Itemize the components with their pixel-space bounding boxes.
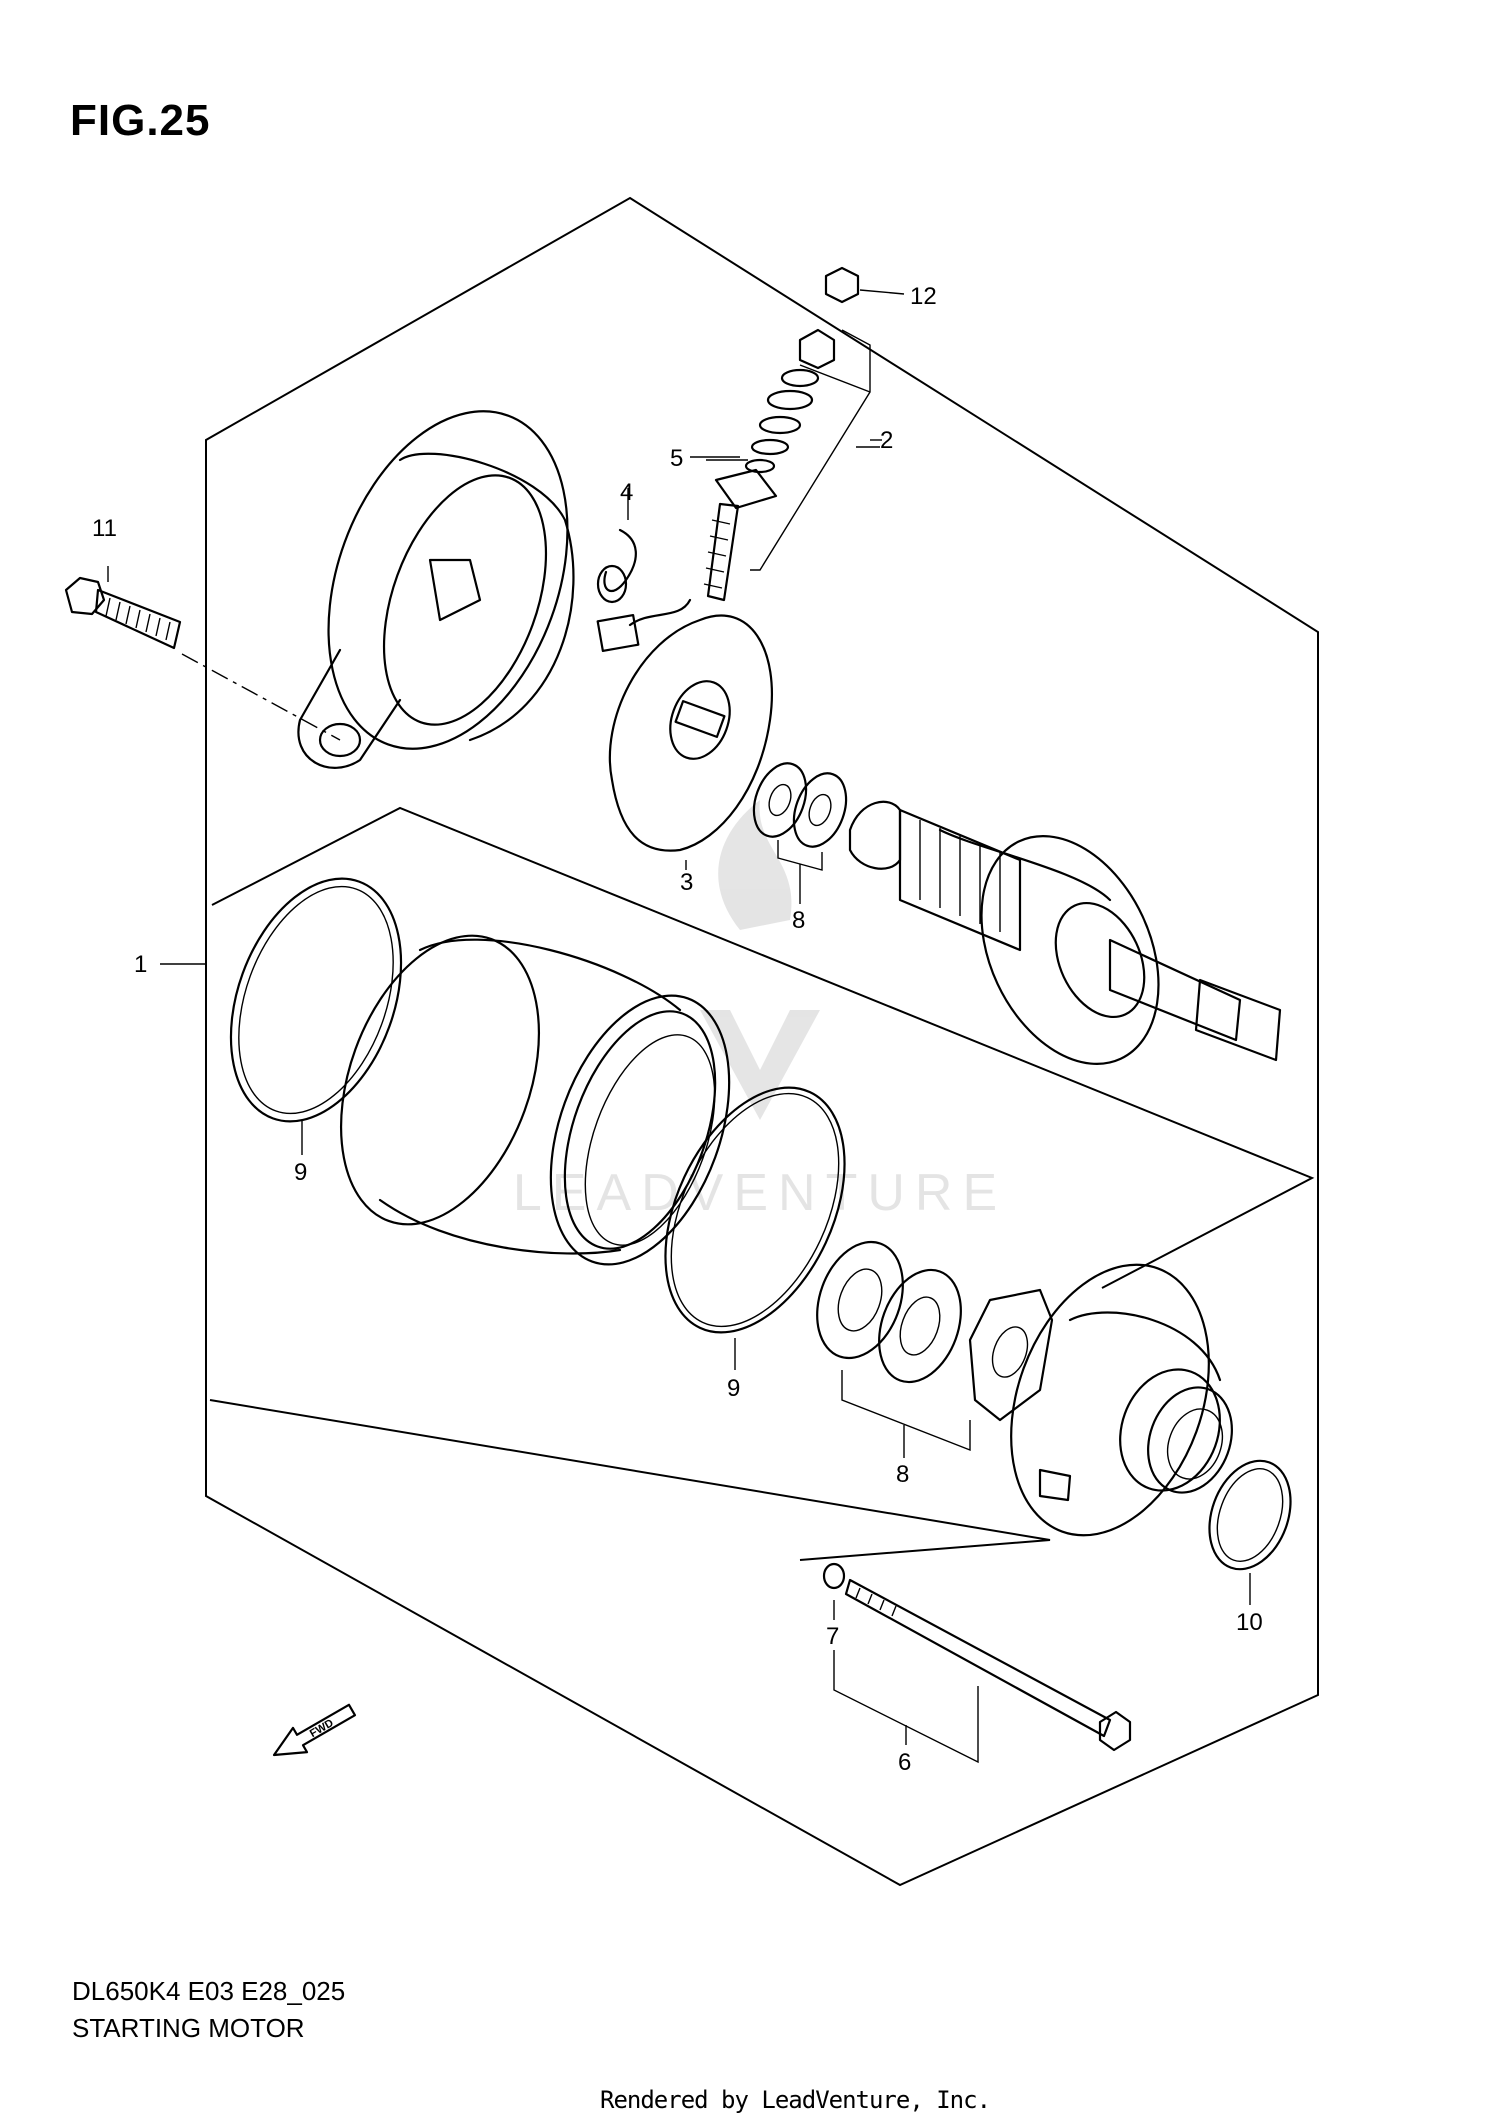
o-ring-9-lower <box>664 1086 846 1334</box>
o-ring-9-upper <box>229 877 403 1123</box>
o-ring-10 <box>1208 1459 1292 1605</box>
brush-holder-3 <box>608 614 773 870</box>
watermark: LEADVENTURE <box>513 800 1007 1222</box>
callout-4: 4 <box>620 479 633 506</box>
callout-11: 11 <box>92 515 117 542</box>
brush-spring-4 <box>596 488 640 652</box>
callout-3: 3 <box>680 869 693 896</box>
yoke-case <box>339 934 731 1266</box>
callout-2: 2 <box>880 427 893 454</box>
fwd-label: FWD <box>308 1717 336 1740</box>
rear-cover <box>297 410 575 769</box>
washers-8-lower <box>816 1240 1054 1458</box>
callout-6: 6 <box>898 1749 911 1776</box>
callout-12: 12 <box>910 283 937 310</box>
callout-9-lower: 9 <box>727 1375 740 1402</box>
front-housing <box>1010 1263 1233 1537</box>
diagram-code: DL650K4 E03 E28_025 <box>72 1976 346 2006</box>
callout-8-upper: 8 <box>792 907 805 934</box>
watermark-text: LEADVENTURE <box>513 1164 1007 1222</box>
washers-8-upper <box>752 762 848 904</box>
armature <box>848 800 1282 1065</box>
leader-lines <box>107 446 880 1370</box>
callout-7: 7 <box>826 1623 839 1650</box>
footer-credit: Rendered by LeadVenture, Inc. <box>600 2086 991 2114</box>
callout-5: 5 <box>670 445 683 472</box>
callout-9-upper: 9 <box>294 1159 307 1186</box>
diagram-name: STARTING MOTOR <box>72 2013 305 2043</box>
figure-title: FIG.25 <box>70 96 211 145</box>
callout-1: 1 <box>134 951 147 978</box>
callout-numbers: 1 2 3 4 5 6 7 8 8 9 9 10 11 12 <box>92 283 1263 1776</box>
fwd-arrow-icon: FWD <box>272 1703 357 1757</box>
callout-8-lower: 8 <box>896 1461 909 1488</box>
terminal-stack <box>628 266 905 627</box>
bolt-11 <box>64 576 341 741</box>
assembly-frame <box>205 196 1319 1887</box>
inner-plane-lower <box>209 1399 1051 1561</box>
callout-10: 10 <box>1236 1609 1263 1636</box>
inner-plane <box>211 806 1315 1289</box>
through-bolt-6 <box>822 1562 1132 1764</box>
